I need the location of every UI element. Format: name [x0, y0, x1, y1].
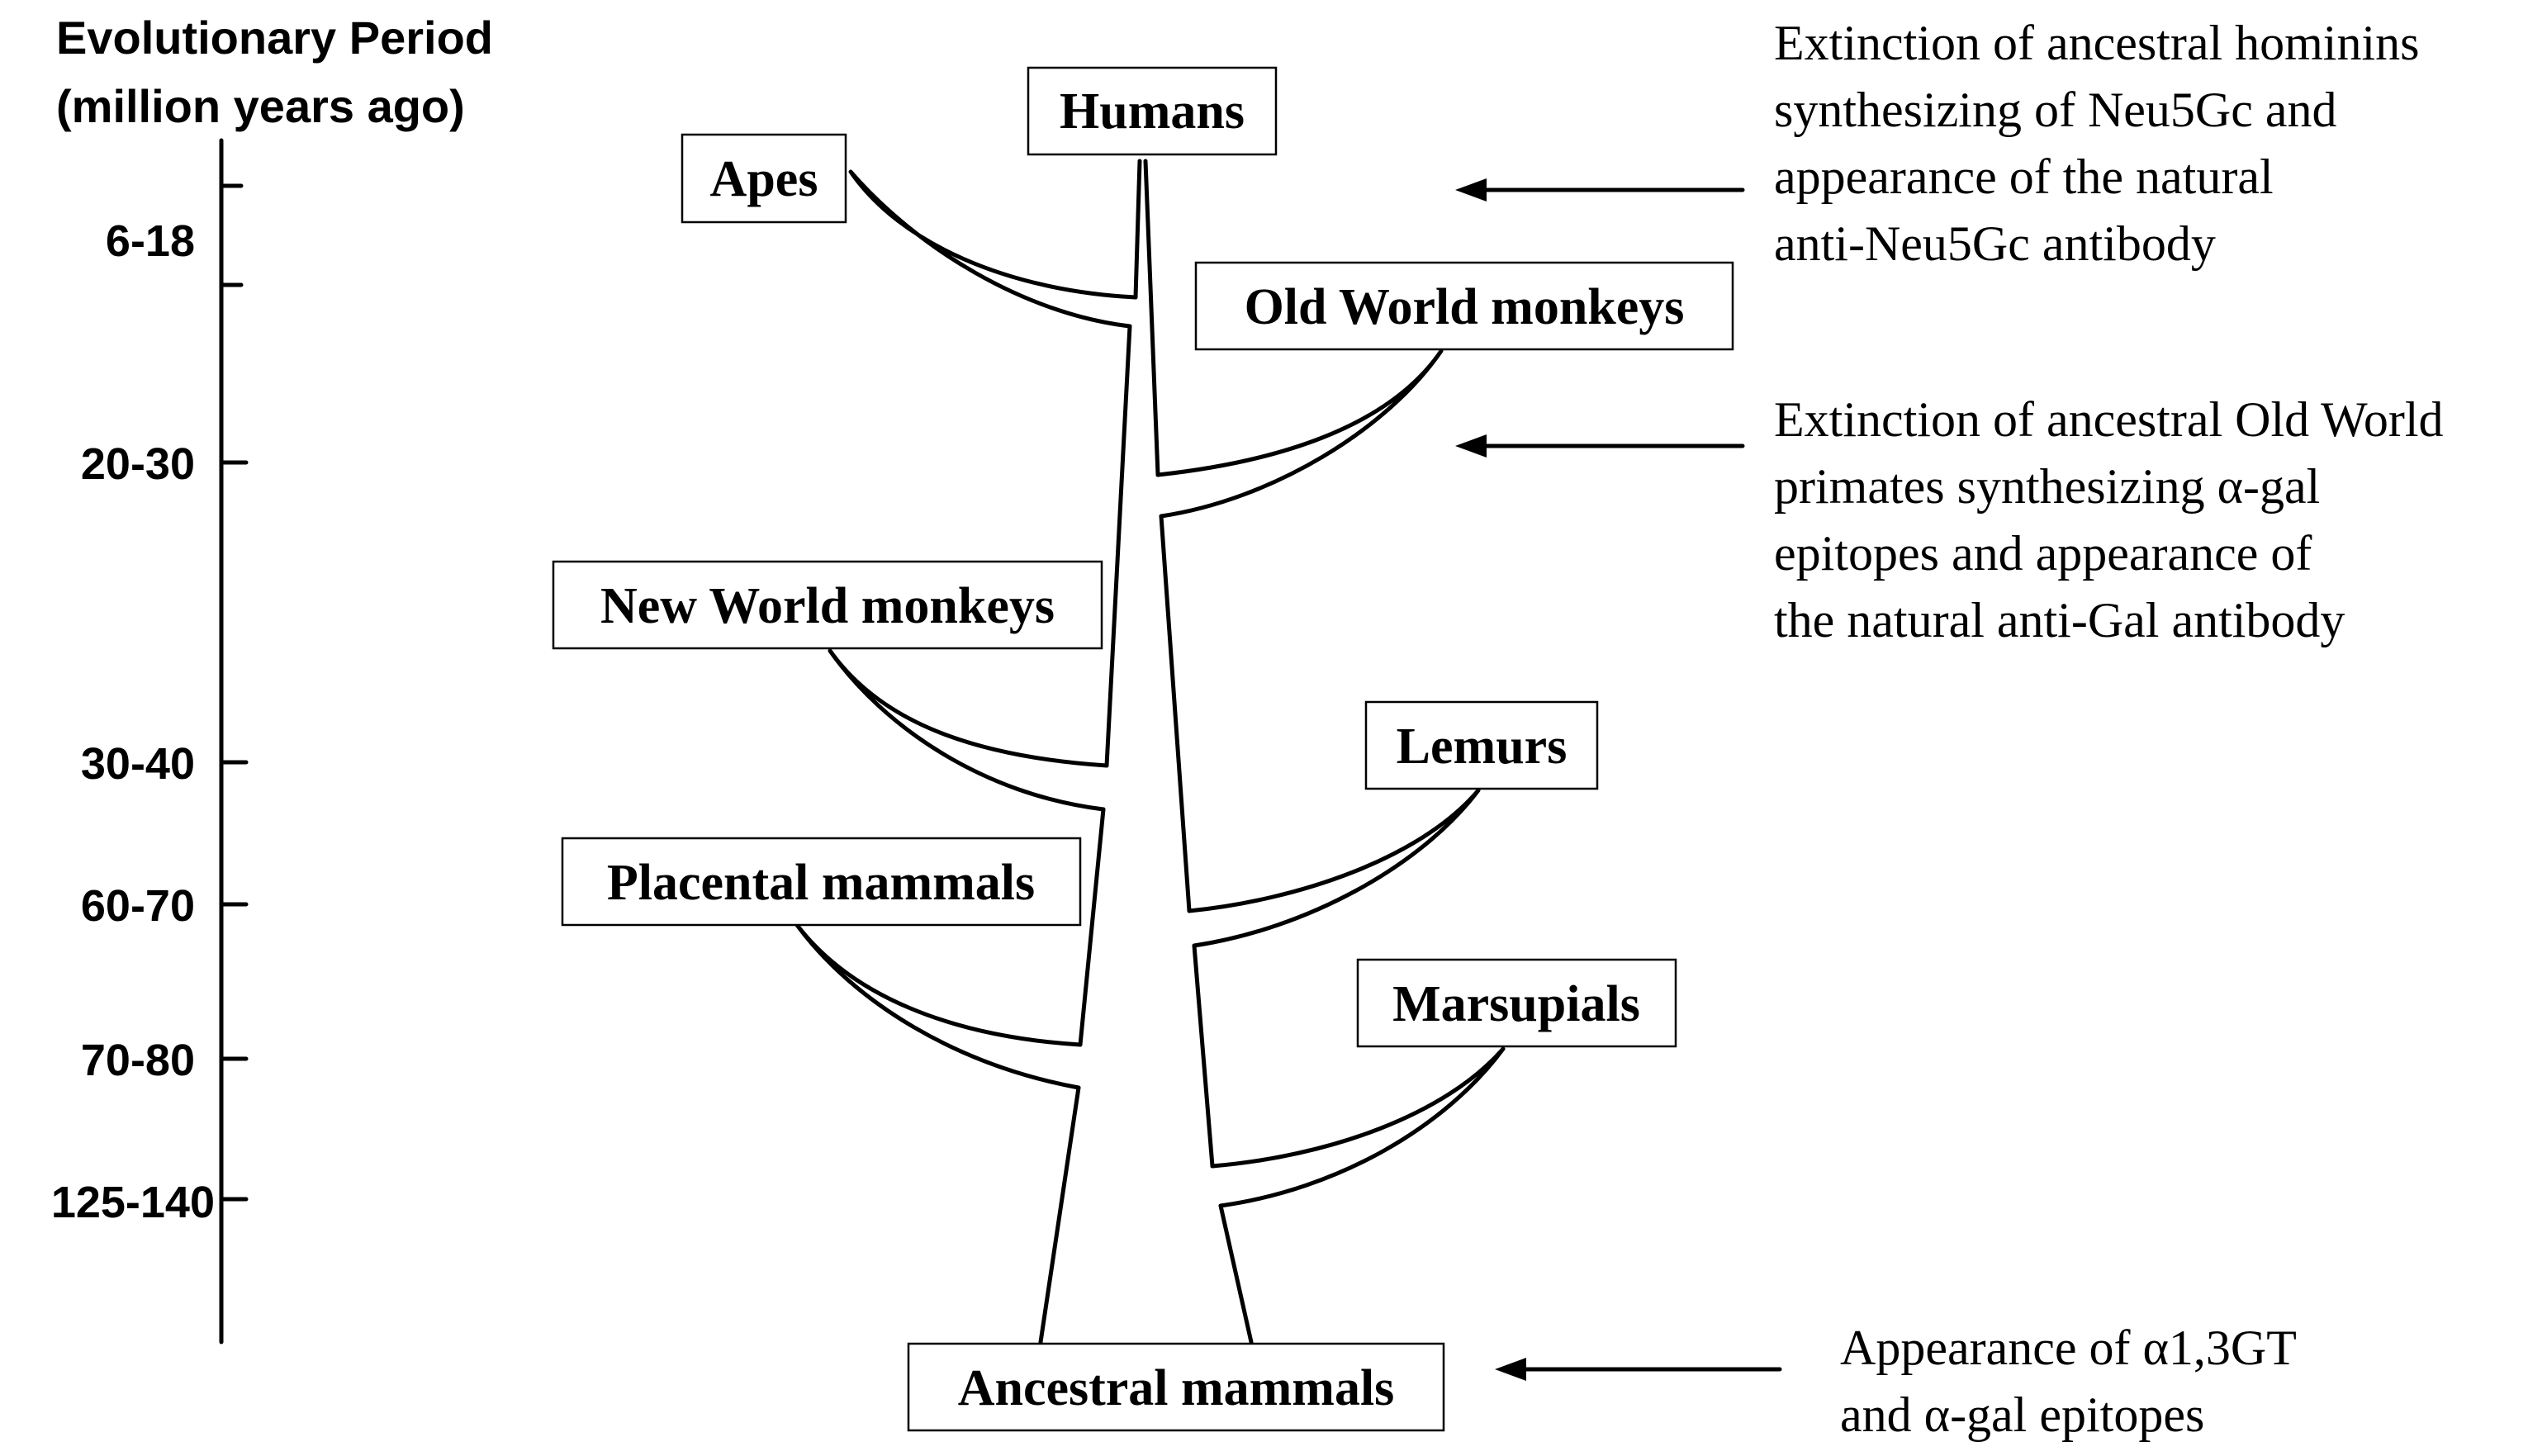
annotation-line: synthesizing of Neu5Gc and	[1774, 83, 2337, 137]
tick-label: 60-70	[81, 881, 195, 931]
annotation-line: anti-Neu5Gc antibody	[1774, 216, 2216, 271]
node-label: New World monkeys	[600, 578, 1055, 634]
node-box	[907, 1342, 1445, 1432]
arrow-head-icon	[1455, 434, 1487, 458]
annotation-line: appearance of the natural	[1774, 149, 2274, 204]
node-box	[681, 133, 847, 224]
node-label: Apes	[710, 151, 818, 207]
annotation-line: epitopes and appearance of	[1774, 526, 2312, 581]
tick-label: 6-18	[106, 216, 195, 266]
node-marsupials: Marsupials	[1356, 958, 1677, 1048]
node-placental-mammals: Placental mammals	[561, 837, 1082, 927]
branch-new-world-monkeys	[828, 648, 1109, 812]
node-ancestral-mammals: Ancestral mammals	[907, 1342, 1445, 1432]
node-box	[561, 837, 1082, 927]
branch-lemurs	[1187, 788, 1481, 948]
annotation-line: the natural anti-Gal antibody	[1774, 593, 2345, 647]
node-label: Old World monkeys	[1245, 279, 1685, 335]
node-old-world-monkeys: Old World monkeys	[1194, 261, 1734, 351]
timeline-axis: Evolutionary Period (million years ago) …	[51, 12, 493, 1345]
annotation-line: Extinction of ancestral hominins	[1774, 16, 2420, 70]
node-label: Humans	[1060, 83, 1245, 140]
axis-title-line2: (million years ago)	[56, 80, 465, 132]
node-box	[552, 560, 1103, 650]
node-new-world-monkeys: New World monkeys	[552, 560, 1103, 650]
trunk-left-outline	[1038, 159, 1142, 1345]
node-box	[1356, 958, 1677, 1048]
arrow-alpha13gt	[1495, 1358, 1782, 1381]
annotation-line: and α-gal epitopes	[1840, 1387, 2204, 1442]
node-lemurs: Lemurs	[1364, 700, 1599, 790]
phylogenetic-tree	[794, 159, 1506, 1345]
arrow-gal	[1455, 434, 1745, 458]
arrow-neu5gc	[1455, 178, 1745, 202]
arrow-head-icon	[1455, 178, 1487, 202]
node-label: Placental mammals	[607, 855, 1035, 911]
annotation-line: Extinction of ancestral Old World	[1774, 392, 2444, 447]
annotation-line: Appearance of α1,3GT	[1840, 1321, 2297, 1375]
node-humans: Humans	[1027, 66, 1278, 156]
node-box	[1364, 700, 1599, 790]
branch-placental-mammals	[794, 922, 1083, 1090]
annotation-gal: Extinction of ancestral Old World primat…	[1774, 392, 2444, 647]
axis-title-line1: Evolutionary Period	[56, 12, 493, 64]
tick-label: 20-30	[81, 439, 195, 489]
node-box	[1027, 66, 1278, 156]
annotation-neu5gc: Extinction of ancestral hominins synthes…	[1774, 16, 2420, 271]
node-apes: Apes	[681, 133, 847, 224]
node-label: Marsupials	[1392, 976, 1640, 1032]
node-box	[1194, 261, 1734, 351]
annotation-line: primates synthesizing α-gal	[1774, 459, 2320, 514]
trunk-right-outline	[1143, 159, 1254, 1345]
tick-label: 30-40	[81, 739, 195, 789]
annotation-alpha13gt: Appearance of α1,3GT and α-gal epitopes	[1840, 1321, 2297, 1442]
arrow-head-icon	[1495, 1358, 1526, 1381]
branch-old-world-monkeys	[1155, 349, 1444, 519]
tick-label: 70-80	[81, 1036, 195, 1085]
node-label: Lemurs	[1397, 719, 1568, 775]
branch-apes	[848, 169, 1138, 329]
branch-marsupials	[1210, 1046, 1506, 1208]
tick-label: 125-140	[51, 1178, 215, 1227]
node-label: Ancestral mammals	[958, 1360, 1395, 1416]
